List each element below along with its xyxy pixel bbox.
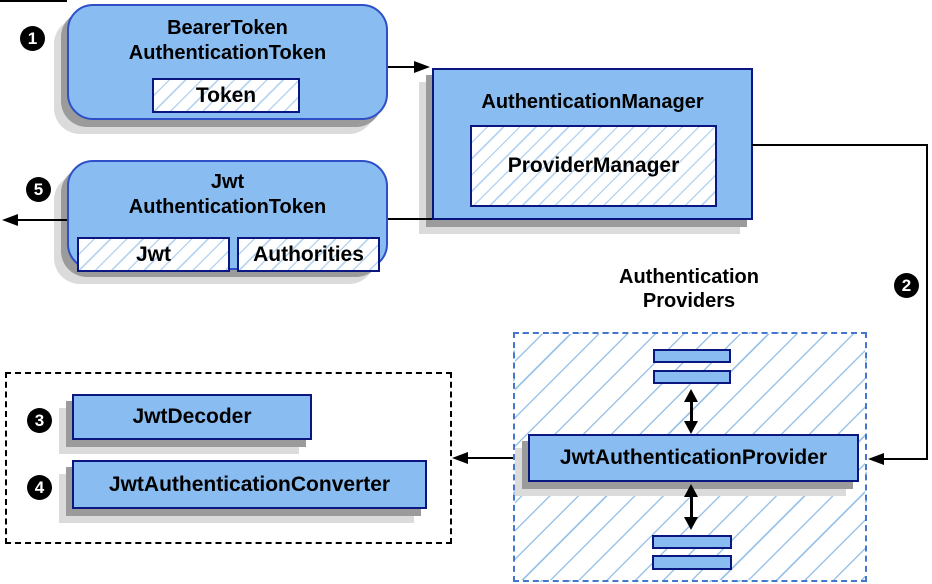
jwt-title-line1: Jwt <box>210 171 245 193</box>
converters-container: JwtDecoder JwtAuthenticationConverter <box>5 372 452 544</box>
double-arrow-stem <box>689 399 693 424</box>
manager-to-jwt-token-line <box>388 218 432 220</box>
arrowhead-left-icon <box>2 214 18 226</box>
provider-placeholder-bar <box>653 349 731 363</box>
authentication-manager-node: AuthenticationManager ProviderManager <box>432 68 753 220</box>
step-3-badge: 3 <box>27 408 52 433</box>
step-4-badge: 4 <box>27 475 52 500</box>
step-2-line-vertical <box>926 144 928 460</box>
jwt-authentication-token-node: Jwt AuthenticationToken Jwt Authorities <box>67 160 388 272</box>
jwt-title-line2: AuthenticationToken <box>128 196 327 218</box>
provider-manager-field: ProviderManager <box>470 125 717 207</box>
authentication-providers-label-line2: Providers <box>642 290 736 312</box>
bearer-token-title-line2: AuthenticationToken <box>128 42 327 64</box>
step-1-incoming-line <box>0 0 67 2</box>
authentication-providers-container: JwtAuthenticationProvider <box>513 332 867 582</box>
provider-placeholder-bar <box>652 555 732 570</box>
bearer-token-title-line1: BearerToken <box>167 17 288 39</box>
step-5-badge: 5 <box>26 177 51 202</box>
jwt-decoder-node: JwtDecoder <box>72 394 312 440</box>
jwt-authentication-token-title: Jwt AuthenticationToken <box>69 170 386 220</box>
step-2-badge: 2 <box>894 273 919 298</box>
bearer-token-title: BearerToken AuthenticationToken <box>69 16 386 66</box>
token-field: Token <box>152 78 300 113</box>
double-arrow-stem <box>689 494 693 520</box>
provider-to-converters-line <box>466 457 513 459</box>
authentication-providers-label-line1: Authentication <box>619 266 759 288</box>
arrowhead-left-icon <box>452 452 468 464</box>
jwt-authentication-provider-node: JwtAuthenticationProvider <box>528 434 859 482</box>
step-2-line-into-provider <box>884 458 928 460</box>
provider-placeholder-bar <box>653 370 731 384</box>
authorities-field: Authorities <box>237 237 380 272</box>
arrowhead-left-icon <box>868 453 884 465</box>
step-1-badge: 1 <box>20 26 45 51</box>
double-arrow-icon <box>683 484 699 530</box>
double-arrow-icon <box>683 389 699 434</box>
bearer-token-authentication-token-node: BearerToken AuthenticationToken Token <box>67 4 388 120</box>
jwt-authentication-converter-node: JwtAuthenticationConverter <box>72 460 427 509</box>
jwt-field: Jwt <box>77 237 230 272</box>
step-5-outgoing-line <box>16 219 67 221</box>
arrowhead-right-icon <box>414 61 430 73</box>
step-2-line-horizontal <box>752 144 928 146</box>
authentication-providers-label: Authentication Providers <box>554 265 824 313</box>
bearer-to-manager-line <box>388 66 416 68</box>
provider-placeholder-bar <box>652 535 732 549</box>
authentication-manager-title: AuthenticationManager <box>481 91 704 113</box>
